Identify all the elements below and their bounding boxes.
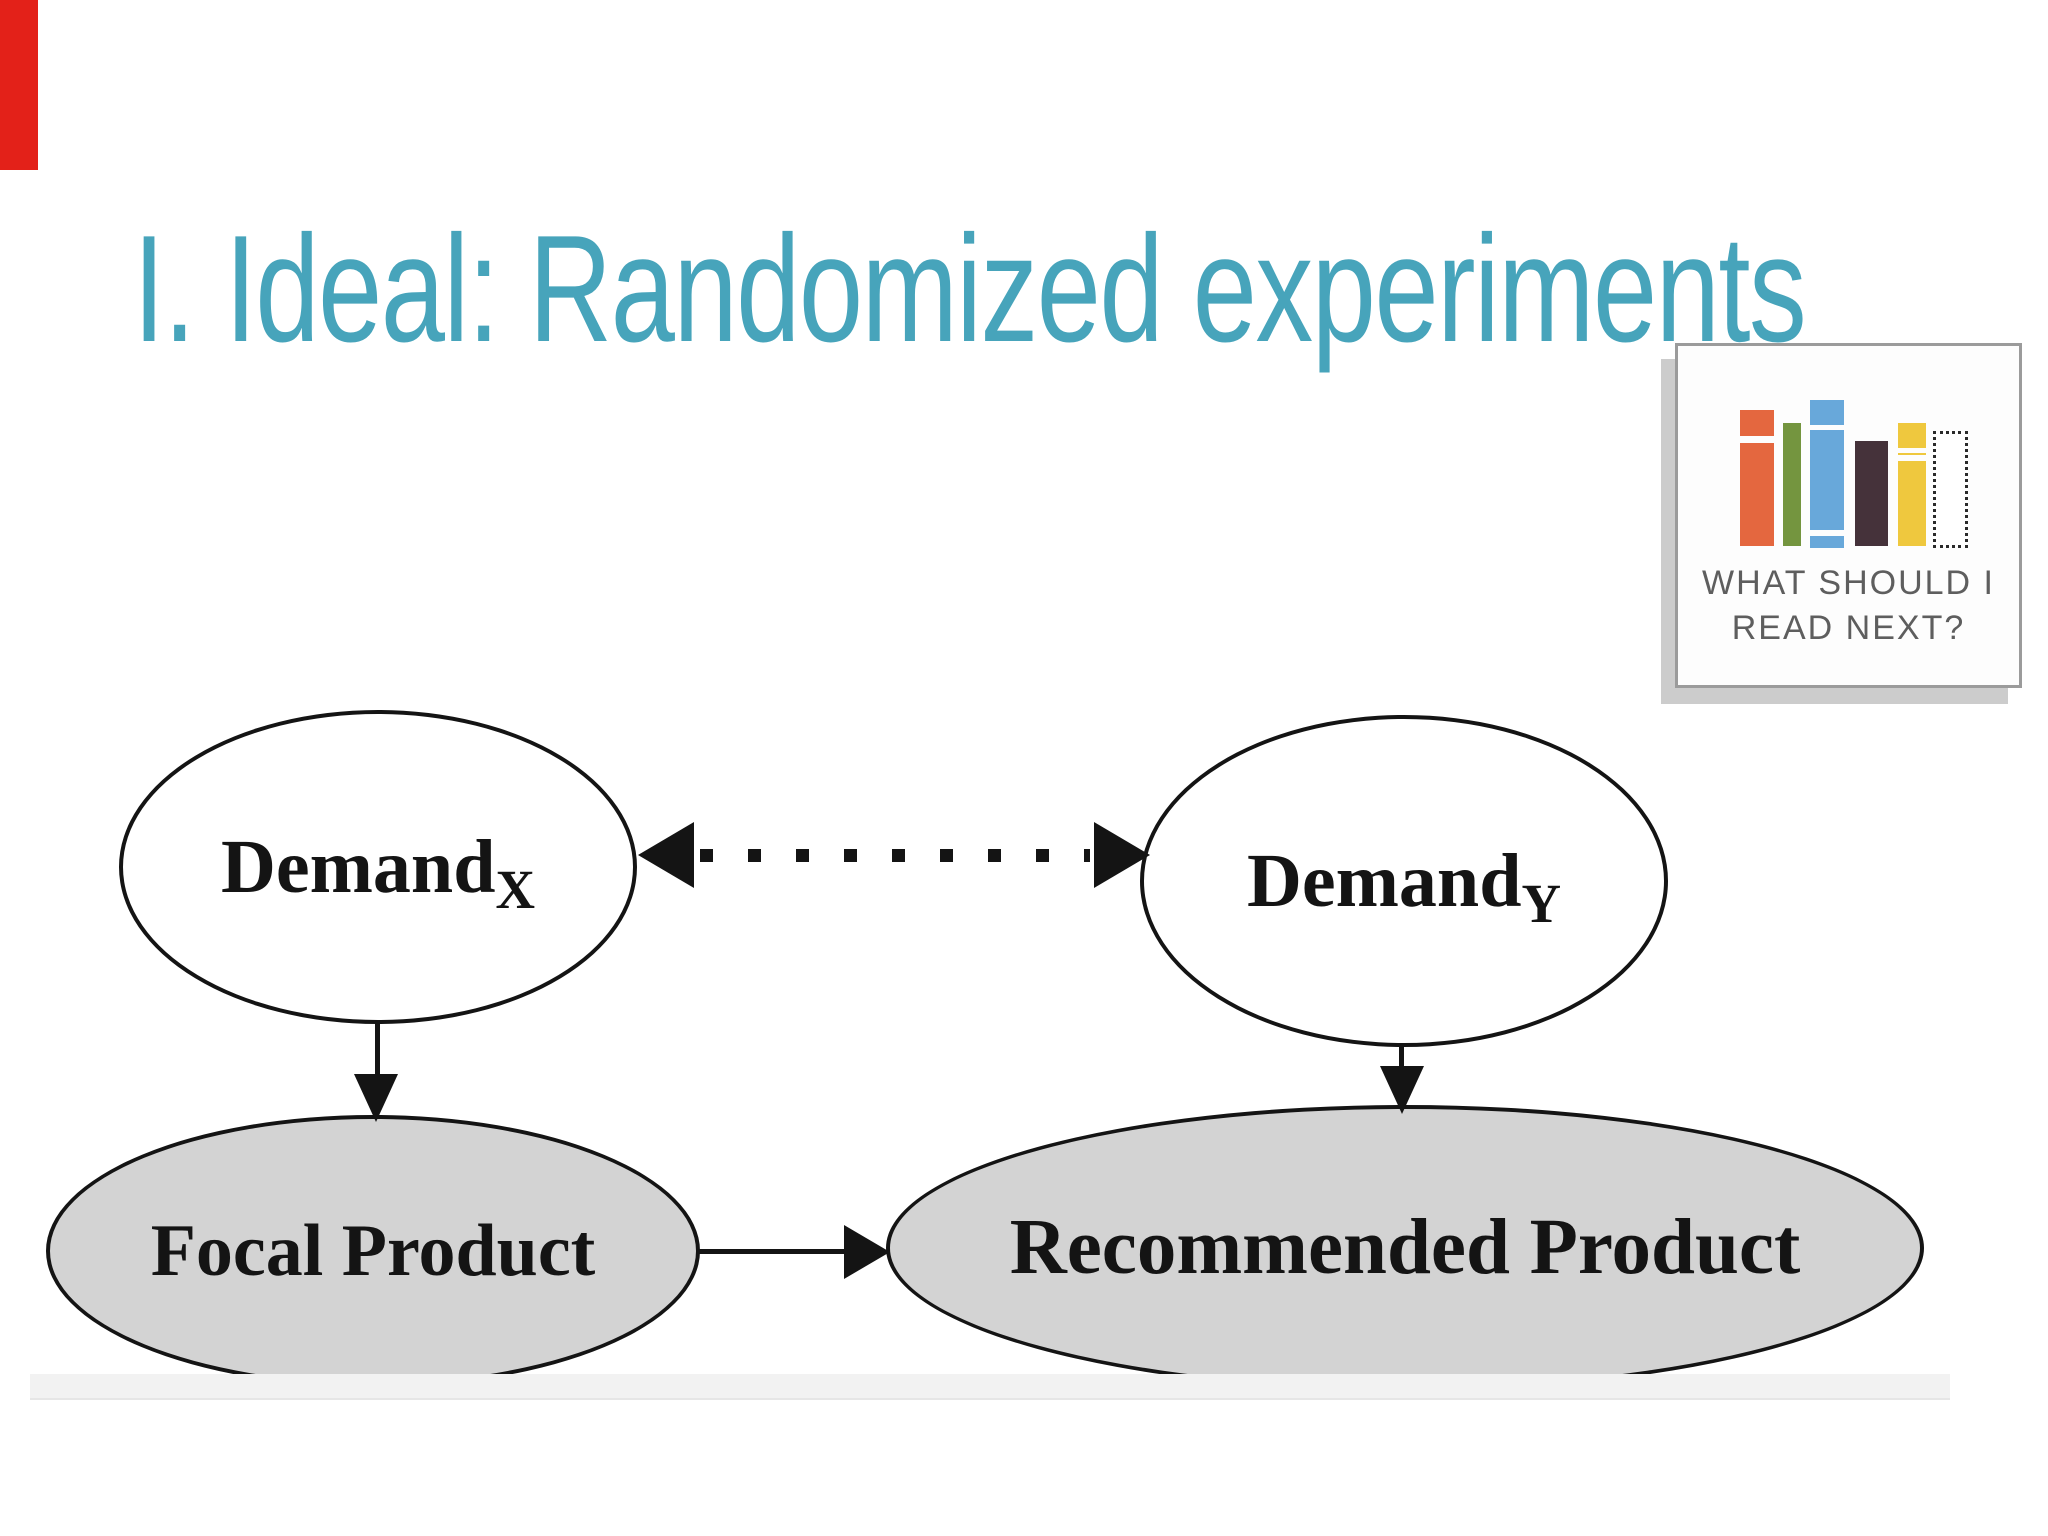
blue-book-icon [1810, 400, 1844, 548]
arrowhead-right-icon [1094, 822, 1150, 888]
node-recommended-product-label: Recommended Product [1009, 1204, 1801, 1291]
dotted-outline-book-icon [1933, 431, 1968, 548]
edge-demand-x-focal-line [375, 1020, 380, 1078]
node-demand-y-label: DemandY [1247, 838, 1561, 934]
logo-text-line2: READ NEXT? [1731, 609, 1966, 647]
node-focal-product: Focal Product [46, 1115, 700, 1387]
logo-card: WHAT SHOULD I READ NEXT? [1675, 343, 2022, 688]
dark-brown-book-icon [1855, 441, 1888, 546]
node-demand-x: DemandX [119, 710, 637, 1024]
edge-focal-recommended-line [698, 1249, 846, 1254]
arrowhead-down-recommended-icon [1380, 1066, 1424, 1114]
node-focal-product-label: Focal Product [150, 1209, 596, 1292]
logo-text-line1: WHAT SHOULD I [1702, 564, 1995, 602]
green-book-icon [1783, 423, 1801, 546]
edge-demand-x-demand-y-dotted-line [700, 849, 1090, 862]
edge-demand-y-recommended-line [1399, 1045, 1404, 1070]
slide-title: I. Ideal: Randomized experiments [133, 204, 1807, 374]
node-demand-y: DemandY [1140, 715, 1668, 1047]
logo-text: WHAT SHOULD I READ NEXT? [1678, 561, 2019, 651]
orange-book-icon [1740, 410, 1774, 546]
arrowhead-right-recommended-icon [844, 1225, 890, 1279]
arrowhead-left-icon [638, 822, 694, 888]
node-recommended-product: Recommended Product [886, 1105, 1924, 1391]
red-accent-bar [0, 0, 38, 170]
yellow-book-icon [1898, 423, 1926, 546]
diagram-bottom-edge [30, 1374, 1950, 1400]
node-demand-x-label: DemandX [221, 824, 535, 920]
arrowhead-down-focal-icon [354, 1074, 398, 1122]
